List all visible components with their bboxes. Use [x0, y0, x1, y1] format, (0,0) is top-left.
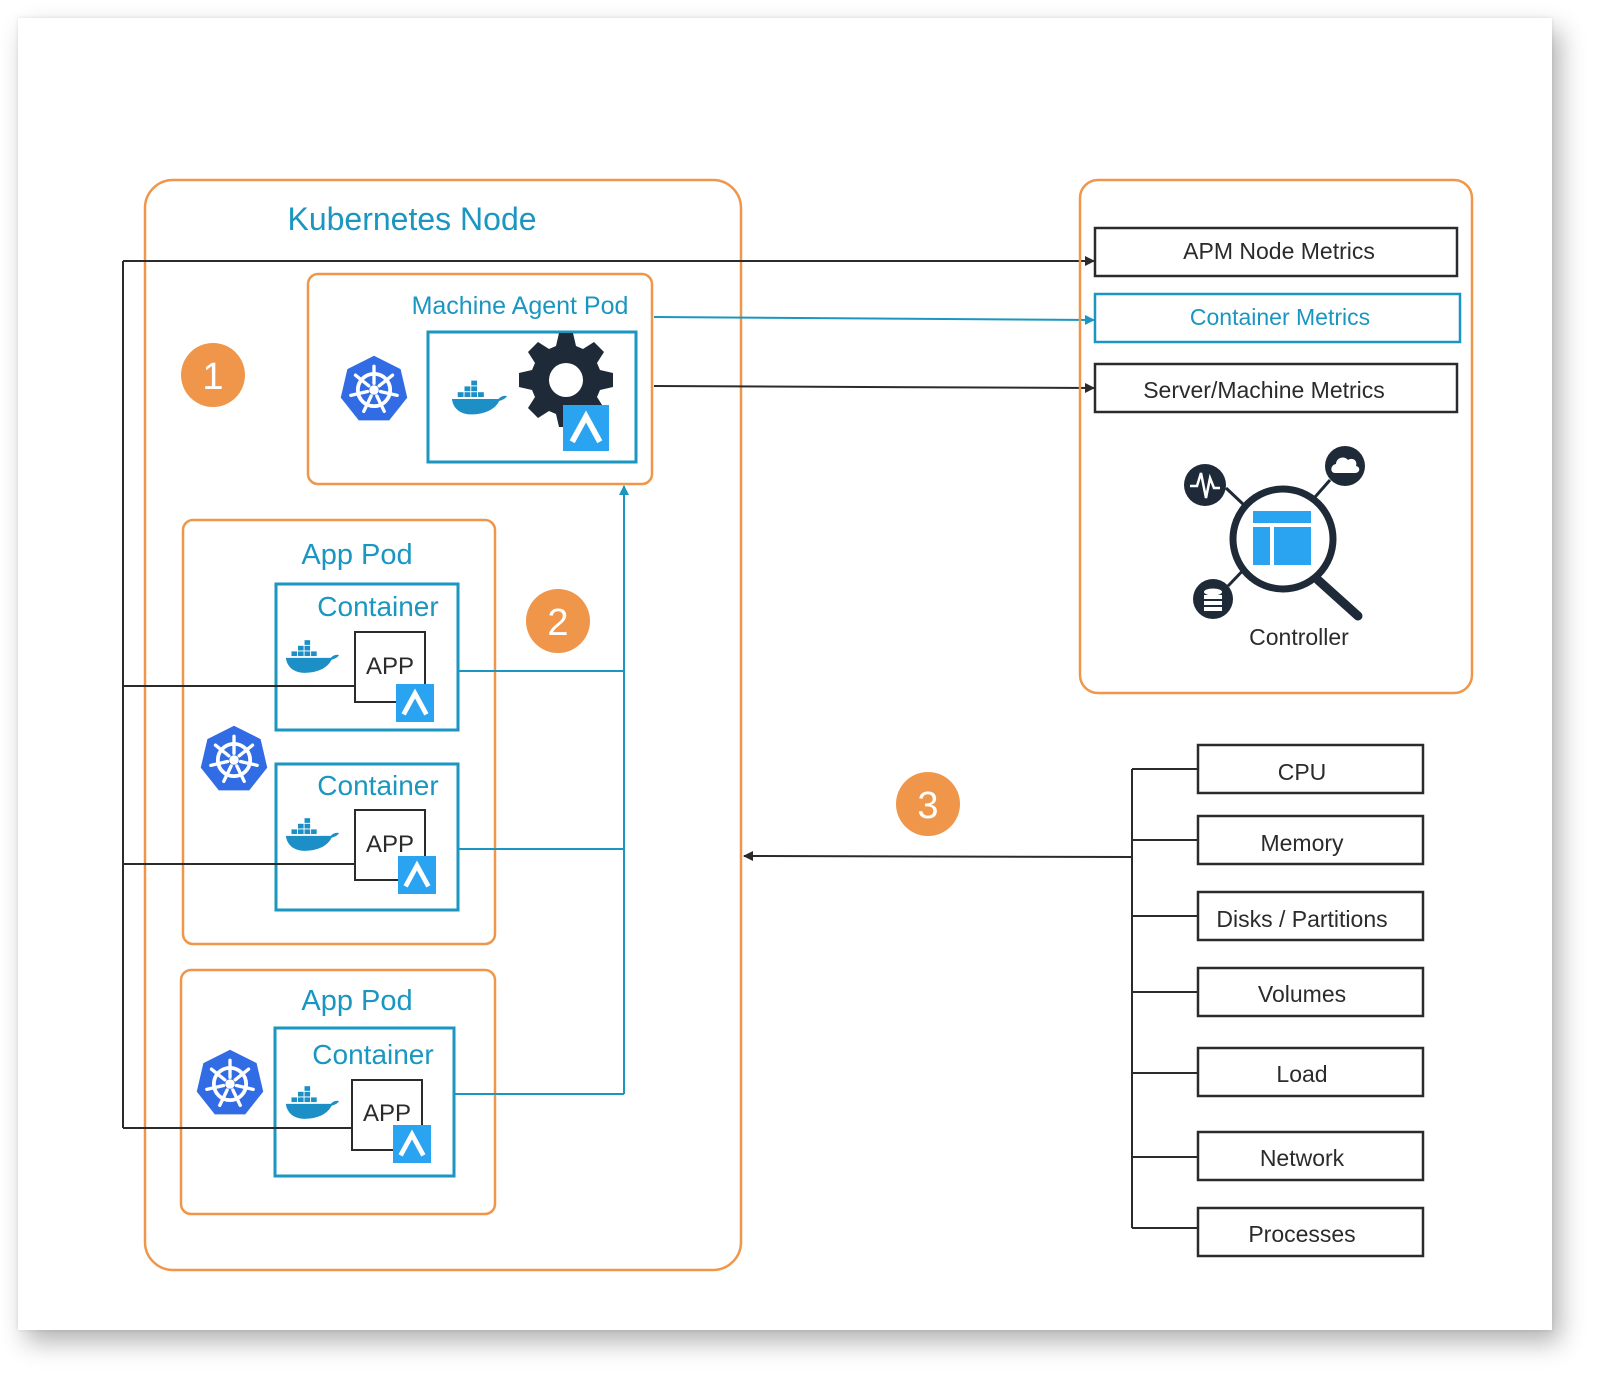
- resource-item-load: Load: [1196, 1046, 1425, 1098]
- app-pod-1-title: App Pod: [301, 539, 412, 571]
- app-pod-1-box: [181, 518, 497, 946]
- step-3-badge: 3: [896, 772, 960, 836]
- apm-node-metrics-box: [1093, 226, 1459, 278]
- svg-text:1: 1: [202, 356, 223, 398]
- container-metrics-box: [1093, 292, 1462, 344]
- svg-text:CPU: CPU: [1278, 759, 1327, 785]
- app-label: APP: [366, 653, 414, 680]
- resource-item-disks-partitions: Disks / Partitions: [1196, 890, 1425, 942]
- kubernetes-icon: [194, 1047, 266, 1117]
- appdynamics-icon: [563, 405, 609, 451]
- app-label: APP: [366, 831, 414, 858]
- svg-text:Memory: Memory: [1260, 830, 1344, 856]
- docker-icon: [285, 1086, 340, 1119]
- svg-text:3: 3: [917, 785, 938, 827]
- apm-node-metrics-connector: [122, 256, 1095, 1129]
- controller-panel-box: [1078, 178, 1474, 695]
- resource-item-processes: Processes: [1196, 1206, 1425, 1258]
- svg-text:Disks / Partitions: Disks / Partitions: [1216, 906, 1387, 932]
- container-title: Container: [317, 770, 438, 801]
- resource-item-memory: Memory: [1196, 814, 1425, 866]
- container-box: [274, 582, 460, 732]
- app-pod-2-box: [179, 968, 497, 1216]
- diagram-sheet: Kubernetes Node 1 Machine Agent Pod App …: [18, 18, 1552, 1330]
- appdynamics-icon: [393, 1125, 431, 1163]
- database-icon: [1193, 579, 1233, 619]
- svg-text:2: 2: [547, 602, 568, 644]
- machine-agent-pod-box: [306, 272, 654, 486]
- controller-magnifier-icon: [1224, 479, 1363, 621]
- architecture-diagram: Kubernetes Node 1 Machine Agent Pod App …: [122, 178, 1474, 1272]
- container-metrics-connector: [653, 314, 1095, 325]
- app-label: APP: [363, 1100, 411, 1127]
- gear-icon: [519, 333, 613, 427]
- resource-item-network: Network: [1196, 1130, 1425, 1182]
- appdynamics-icon: [398, 856, 436, 894]
- kubernetes-icon: [198, 723, 270, 793]
- container-title: Container: [312, 1039, 433, 1070]
- kubernetes-icon: [338, 353, 410, 423]
- docker-icon: [451, 380, 508, 415]
- docker-icon: [285, 818, 340, 851]
- machine-agent-container-box: [426, 330, 638, 464]
- container-to-agent-connector: [454, 485, 629, 1095]
- docker-icon: [285, 640, 340, 673]
- activity-icon: [1184, 464, 1226, 506]
- machine-agent-pod-title: Machine Agent Pod: [412, 292, 629, 320]
- container-box: [273, 1026, 456, 1178]
- step-1-badge: 1: [181, 343, 245, 407]
- container-metrics-label: Container Metrics: [1190, 304, 1370, 330]
- cloud-icon: [1325, 446, 1365, 486]
- server-machine-metrics-box: [1093, 362, 1459, 414]
- kubernetes-node-box: [143, 178, 743, 1272]
- kubernetes-node-title: Kubernetes Node: [287, 201, 536, 237]
- svg-text:Network: Network: [1260, 1145, 1345, 1171]
- step-2-badge: 2: [526, 589, 590, 653]
- container-title: Container: [317, 591, 438, 622]
- resource-item-cpu: CPU: [1196, 743, 1425, 795]
- server-machine-metrics-label: Server/Machine Metrics: [1143, 377, 1385, 403]
- server-metrics-connector: [653, 382, 1095, 393]
- svg-text:Load: Load: [1276, 1061, 1327, 1087]
- container-box: [274, 762, 460, 912]
- controller-label: Controller: [1249, 624, 1349, 650]
- svg-text:Processes: Processes: [1248, 1221, 1355, 1247]
- resources-connector: [743, 768, 1198, 1229]
- app-pod-2-title: App Pod: [301, 985, 412, 1017]
- svg-text:Volumes: Volumes: [1258, 981, 1346, 1007]
- apm-node-metrics-label: APM Node Metrics: [1183, 238, 1375, 264]
- resource-item-volumes: Volumes: [1196, 966, 1425, 1018]
- appdynamics-icon: [396, 684, 434, 722]
